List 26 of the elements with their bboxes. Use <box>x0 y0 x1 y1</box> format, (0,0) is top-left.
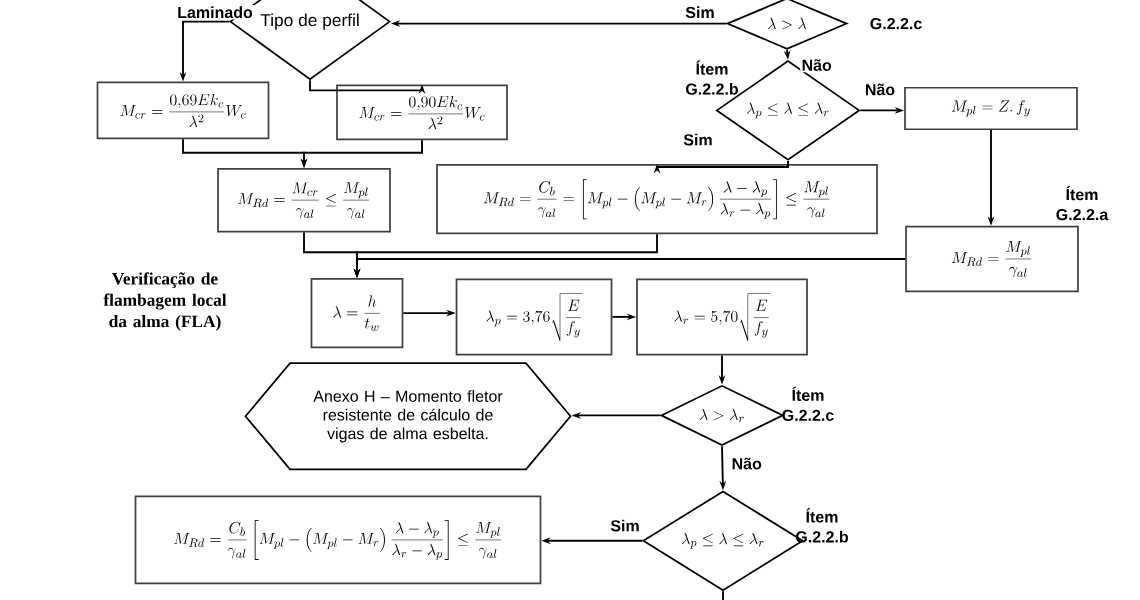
item-reference: Ítem G.2.2.b <box>795 508 848 543</box>
edge-label: Não <box>863 82 897 97</box>
edge-label: Laminado <box>175 5 255 20</box>
formula-box: $M_{Rd} = \frac{C_b}{\gamma_{al}} = \left[M_{pl} - \left(M_{pl} - M_r\right)\frac{\lambda - \lambda_p}{\lambda_r - \lambda_p}\right] \leq \frac{M_{pl}}{\gamma_{al}}$ <box>436 164 878 235</box>
edge-label: Sim <box>682 132 714 147</box>
formula-box: $M_{cr} = \frac{0{,}90 E k_c}{\lambda^2} W_c$ <box>336 84 508 141</box>
formula-box: $M_{Rd} = \frac{C_b}{\gamma_{al}}\left[M_{pl} - \left(M_{pl} - M_r\right)\frac{\lambda - \lambda_p}{\lambda_r - \lambda_p}\right] \leq \frac{M_{pl}}{\gamma_{al}}$ <box>134 495 542 585</box>
hexagon-box: Anexo H – Momento fletor resistente de cálculo de vigas de alma esbelta. <box>244 362 572 471</box>
formula-box: $M_{cr} = \frac{0{,}69 E k_c}{\lambda^2} W_c$ <box>96 81 270 140</box>
formula-box: $M_{Rd} = \frac{M_{pl}}{\gamma_{al}}$ <box>905 225 1079 293</box>
section-heading: Verificação de flambagem local da alma (FLA) <box>103 272 227 331</box>
formula-box: $\lambda_r = 5{,}70\sqrt{\frac{E}{f_y}}$ <box>636 278 808 356</box>
flow-line <box>722 590 724 600</box>
item-reference: Ítem G.2.2.b <box>685 60 739 95</box>
edge-label: Não <box>800 57 834 73</box>
formula-box: $M_{Rd} = \frac{M_{cr}}{\gamma_{al}} \leq \frac{M_{pl}}{\gamma_{al}}$ <box>217 167 391 233</box>
item-reference: Ítem G.2.2.c <box>782 386 834 421</box>
formula-box: $M_{pl} = Z.\,f_y$ <box>904 86 1078 131</box>
arrow <box>653 160 789 174</box>
edge-label: Sim <box>684 5 716 20</box>
item-reference: Ítem G.2.2.a <box>1056 185 1109 221</box>
item-reference: G.2.2.c <box>870 17 922 30</box>
formula-box: $\lambda_p = 3{,}76\sqrt{\frac{E}{f_y}}$ <box>455 278 613 356</box>
edge-label: Não <box>730 456 764 471</box>
edge-label: Sim <box>609 518 641 533</box>
formula-box: $\lambda = \frac{h}{t_w}$ <box>310 277 404 349</box>
